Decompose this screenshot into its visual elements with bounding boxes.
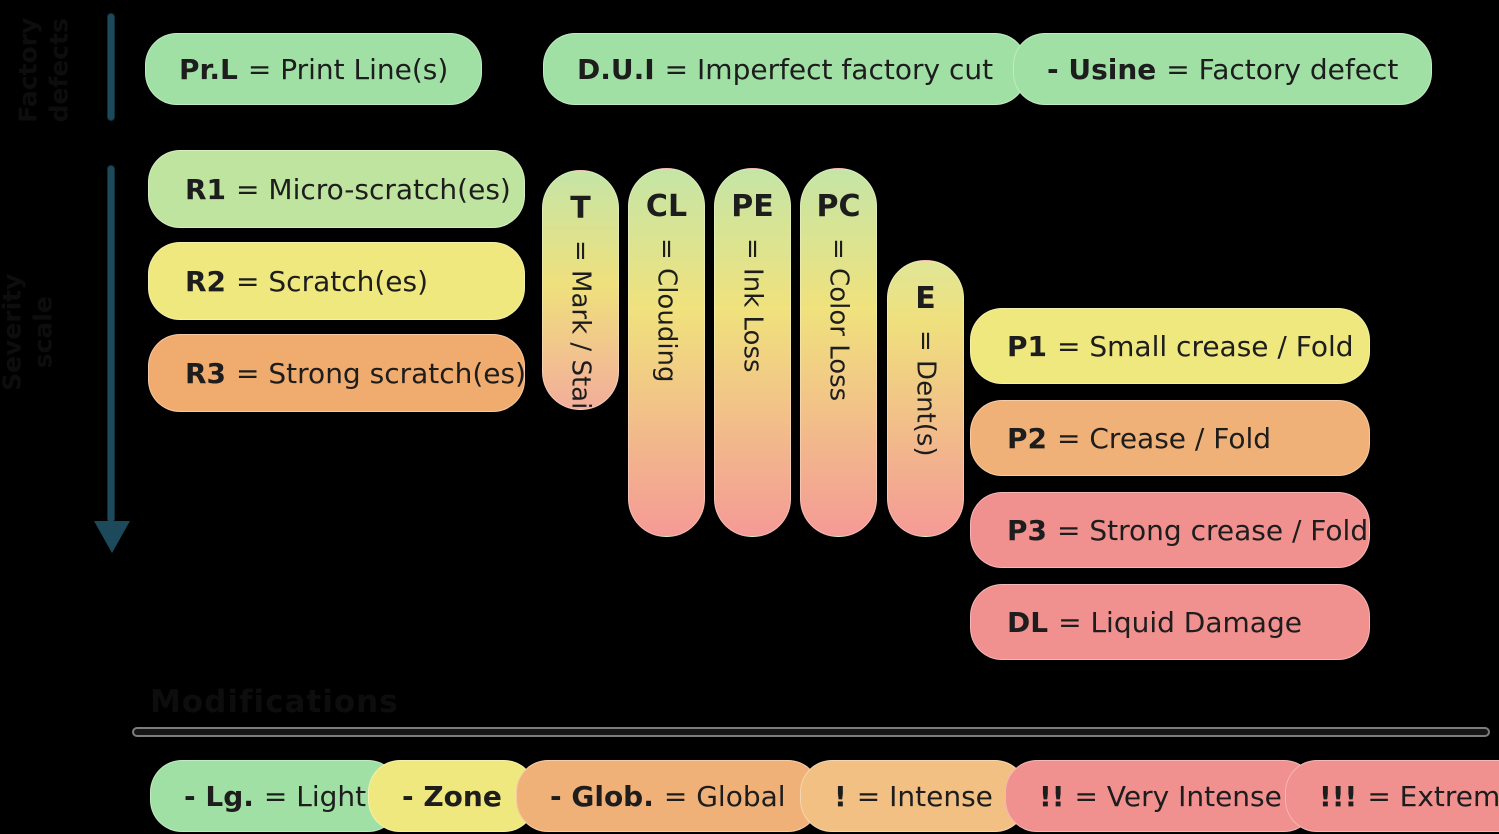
pill-desc: = Strong crease / Fold — [1057, 513, 1369, 547]
pill-code: D.U.I — [577, 52, 655, 86]
vpill-code: PC — [816, 189, 861, 224]
pill-desc: = Global — [663, 779, 786, 813]
pill-desc: = Crease / Fold — [1057, 421, 1272, 455]
severity-arrow-line — [107, 165, 115, 523]
modifiers-divider — [132, 727, 1490, 737]
vpill-desc: = Ink Loss — [737, 238, 768, 373]
pill-code: !! — [1039, 779, 1065, 813]
rotated-label-factory-text: Factory defects — [13, 17, 74, 123]
pill-desc: = Intense — [856, 779, 993, 813]
pill-code: R3 — [185, 356, 227, 390]
pill-modifier-light: - Lg. = Light — [150, 760, 401, 832]
pill-desc: = Scratch(es) — [236, 264, 429, 298]
pill-crease: P2 = Crease / Fold — [970, 400, 1370, 476]
pill-modifier-intense: ! = Intense — [800, 760, 1027, 832]
factory-group-line — [107, 13, 115, 121]
vpill-color-loss: PC = Color Loss — [800, 168, 877, 537]
pill-code: DL — [1007, 605, 1049, 639]
pill-strong-scratch: R3 = Strong scratch(es) — [148, 334, 527, 412]
pill-code: - Usine — [1047, 52, 1157, 86]
pill-code: ! — [834, 779, 847, 813]
vpill-desc: = Mark / Stain — [565, 240, 596, 410]
pill-desc: = Print Line(s) — [247, 52, 449, 86]
pill-desc: = Micro-scratch(es) — [236, 172, 511, 206]
modifiers-heading: Modifications — [150, 684, 399, 720]
severity-arrow-head-icon — [94, 521, 130, 553]
pill-micro-scratch: R1 = Micro-scratch(es) — [148, 150, 525, 228]
pill-modifier-global: - Glob. = Global — [516, 760, 820, 832]
pill-code: R1 — [185, 172, 227, 206]
pill-liquid-damage: DL = Liquid Damage — [970, 584, 1370, 660]
pill-desc: = Strong scratch(es) — [236, 356, 527, 390]
pill-small-crease: P1 = Small crease / Fold — [970, 308, 1370, 384]
pill-desc: = Factory defect — [1166, 52, 1399, 86]
pill-desc: = Small crease / Fold — [1057, 329, 1354, 363]
vpill-desc: = Clouding — [651, 238, 682, 383]
pill-desc: = Extreme — [1367, 779, 1499, 813]
rotated-label-severity-text: Severity scale — [0, 273, 59, 391]
pill-modifier-zone: - Zone — [368, 760, 536, 832]
pill-scratch: R2 = Scratch(es) — [148, 242, 525, 320]
vpill-clouding: CL = Clouding — [628, 168, 705, 537]
vpill-desc: = Dent(s) — [910, 330, 941, 457]
pill-desc: = Very Intense — [1074, 779, 1282, 813]
pill-code: !!! — [1319, 779, 1358, 813]
vpill-code: CL — [645, 189, 688, 224]
pill-desc: = Liquid Damage — [1058, 605, 1302, 639]
vpill-code: PE — [731, 189, 774, 224]
vpill-ink-loss: PE = Ink Loss — [714, 168, 791, 537]
vpill-code: T — [570, 191, 591, 226]
pill-modifier-very-intense: !! = Very Intense — [1005, 760, 1316, 832]
pill-code: - Glob. — [550, 779, 654, 813]
pill-code: R2 — [185, 264, 227, 298]
pill-desc: = Imperfect factory cut — [664, 52, 994, 86]
pill-print-line: Pr.L = Print Line(s) — [145, 33, 483, 105]
pill-code: Pr.L — [179, 52, 238, 86]
vpill-code: E — [915, 281, 936, 316]
pill-code: - Zone — [402, 779, 502, 813]
pill-imperfect-factory-cut: D.U.I = Imperfect factory cut — [543, 33, 1028, 105]
pill-modifier-extreme: !!! = Extreme — [1285, 760, 1499, 832]
rotated-label-factory: Factory defects — [0, 0, 96, 140]
pill-code: - Lg. — [184, 779, 254, 813]
pill-code: P3 — [1007, 513, 1048, 547]
pill-usine-factory-defect: - Usine = Factory defect — [1013, 33, 1433, 105]
pill-desc: = Light — [263, 779, 367, 813]
rotated-label-severity: Severity scale — [0, 258, 76, 406]
vpill-mark-stain: T = Mark / Stain — [542, 170, 619, 410]
pill-code: P2 — [1007, 421, 1048, 455]
vpill-desc: = Color Loss — [823, 238, 854, 402]
vpill-dent: E = Dent(s) — [887, 260, 964, 537]
pill-strong-crease: P3 = Strong crease / Fold — [970, 492, 1370, 568]
pill-code: P1 — [1007, 329, 1048, 363]
